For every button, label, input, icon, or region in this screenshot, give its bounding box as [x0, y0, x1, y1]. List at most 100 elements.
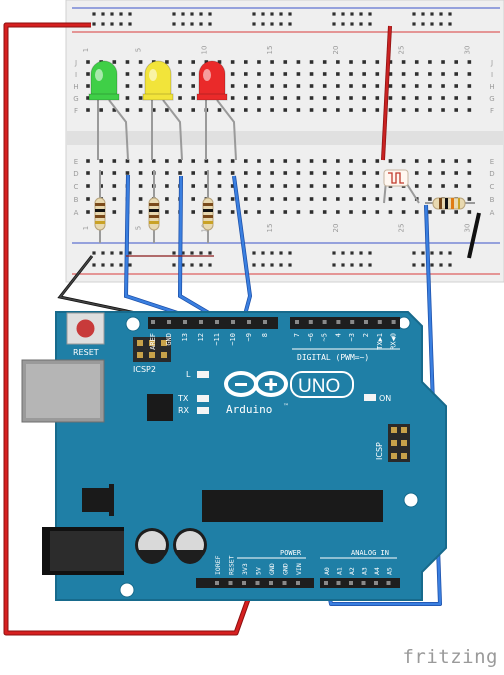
- breadboard-hole: [270, 96, 274, 100]
- breadboard-hole: [362, 72, 366, 76]
- row-letter: B: [74, 196, 79, 204]
- breadboard-hole: [244, 72, 248, 76]
- resistor-band: [95, 209, 105, 212]
- rail-hole: [190, 12, 194, 16]
- header-pin: [242, 581, 246, 585]
- rail-hole: [199, 22, 203, 26]
- led-group: [88, 60, 237, 257]
- breadboard-hole: [230, 108, 235, 112]
- breadboard-hole: [375, 84, 380, 88]
- breadboard-hole: [467, 96, 472, 100]
- header-pin: [349, 581, 353, 585]
- yellow-led-highlight: [149, 69, 157, 81]
- band: [458, 198, 460, 209]
- breadboard-hole: [296, 210, 301, 214]
- resistor-body: [202, 197, 214, 231]
- row-letter: H: [73, 83, 78, 91]
- breadboard-hole: [414, 96, 419, 100]
- breadboard-hole: [401, 60, 406, 64]
- breadboard-hole: [86, 159, 90, 163]
- rail-hole: [270, 22, 274, 26]
- column-number: 1: [82, 48, 90, 52]
- breadboard-hole: [322, 60, 327, 64]
- breadboard-hole: [309, 171, 314, 175]
- pin: [401, 440, 407, 446]
- breadboard-hole: [322, 184, 327, 188]
- header-pin: [263, 320, 267, 324]
- rail-hole: [92, 12, 96, 16]
- breadboard-hole: [441, 84, 445, 88]
- rail-hole: [439, 12, 443, 16]
- breadboard-hole: [441, 171, 445, 175]
- resistor-ldr-body: [432, 197, 466, 210]
- breadboard-hole: [191, 159, 195, 163]
- header-pin: [282, 581, 287, 585]
- breadboard-hole: [217, 210, 222, 214]
- rail-hole: [350, 263, 354, 267]
- breadboard-hole: [138, 197, 143, 201]
- breadboard-hole: [138, 184, 143, 188]
- power-pin-label: VIN: [295, 563, 303, 575]
- breadboard-hole: [414, 84, 419, 88]
- band: [451, 198, 454, 209]
- breadboard-hole: [86, 60, 90, 64]
- resistor-body: [94, 197, 106, 231]
- breadboard-hole: [257, 184, 261, 188]
- breadboard-hole: [362, 184, 366, 188]
- breadboard-hole: [375, 171, 380, 175]
- analog-pin-label: A5: [386, 567, 394, 575]
- rail-hole: [128, 263, 132, 267]
- column-number: 25: [398, 46, 406, 55]
- digital-pin-label: TX▶1: [376, 333, 384, 350]
- breadboard-hole: [191, 171, 195, 175]
- rail-hole: [172, 251, 176, 255]
- usb-port-inner: [26, 364, 100, 418]
- breadboard-hole: [165, 171, 169, 175]
- rail-hole: [279, 22, 283, 26]
- rail-hole: [190, 251, 194, 255]
- rail-hole: [341, 251, 345, 255]
- resistor-band: [203, 209, 213, 212]
- breadboard-hole: [230, 171, 235, 175]
- breadboard-hole: [191, 72, 195, 76]
- red-wire-5v: [4, 23, 258, 635]
- reset-button-cap[interactable]: [76, 319, 95, 338]
- breadboard-hole: [204, 159, 209, 163]
- header-pin: [350, 320, 355, 324]
- row-letter: F: [74, 107, 78, 115]
- breadboard-hole: [283, 159, 288, 163]
- yellow-led-leg-anode: [162, 99, 183, 161]
- logo-minus: [235, 383, 247, 386]
- breadboard-hole: [375, 210, 380, 214]
- breadboard-hole: [454, 171, 458, 175]
- breadboard-hole: [375, 96, 380, 100]
- breadboard-hole: [178, 108, 182, 112]
- rail-hole: [359, 12, 363, 16]
- power-pin-label: GND: [282, 563, 290, 575]
- uno-logo-text: UNO: [298, 376, 340, 397]
- breadboard-hole: [178, 96, 182, 100]
- breadboard-hole: [204, 60, 209, 64]
- breadboard-hole: [362, 96, 366, 100]
- breadboard-hole: [178, 84, 182, 88]
- breadboard-hole: [217, 184, 222, 188]
- breadboard-hole: [467, 60, 472, 64]
- breadboard-hole: [86, 108, 90, 112]
- breadboard-hole: [375, 197, 380, 201]
- band: [439, 198, 442, 209]
- breadboard-hole: [296, 159, 301, 163]
- breadboard-hole: [191, 108, 195, 112]
- power-jack-inner: [50, 531, 124, 571]
- breadboard-hole: [283, 197, 288, 201]
- digital-pin-label: ~9: [245, 333, 253, 341]
- arduino-infinity-logo: [224, 371, 288, 397]
- breadboard-hole: [270, 159, 274, 163]
- breadboard-hole: [138, 171, 143, 175]
- column-number: 5: [135, 226, 143, 230]
- breadboard-hole: [414, 108, 419, 112]
- pin: [391, 440, 397, 446]
- resistor-band: [95, 215, 105, 218]
- rail-hole: [172, 22, 176, 26]
- breadboard-hole: [86, 171, 90, 175]
